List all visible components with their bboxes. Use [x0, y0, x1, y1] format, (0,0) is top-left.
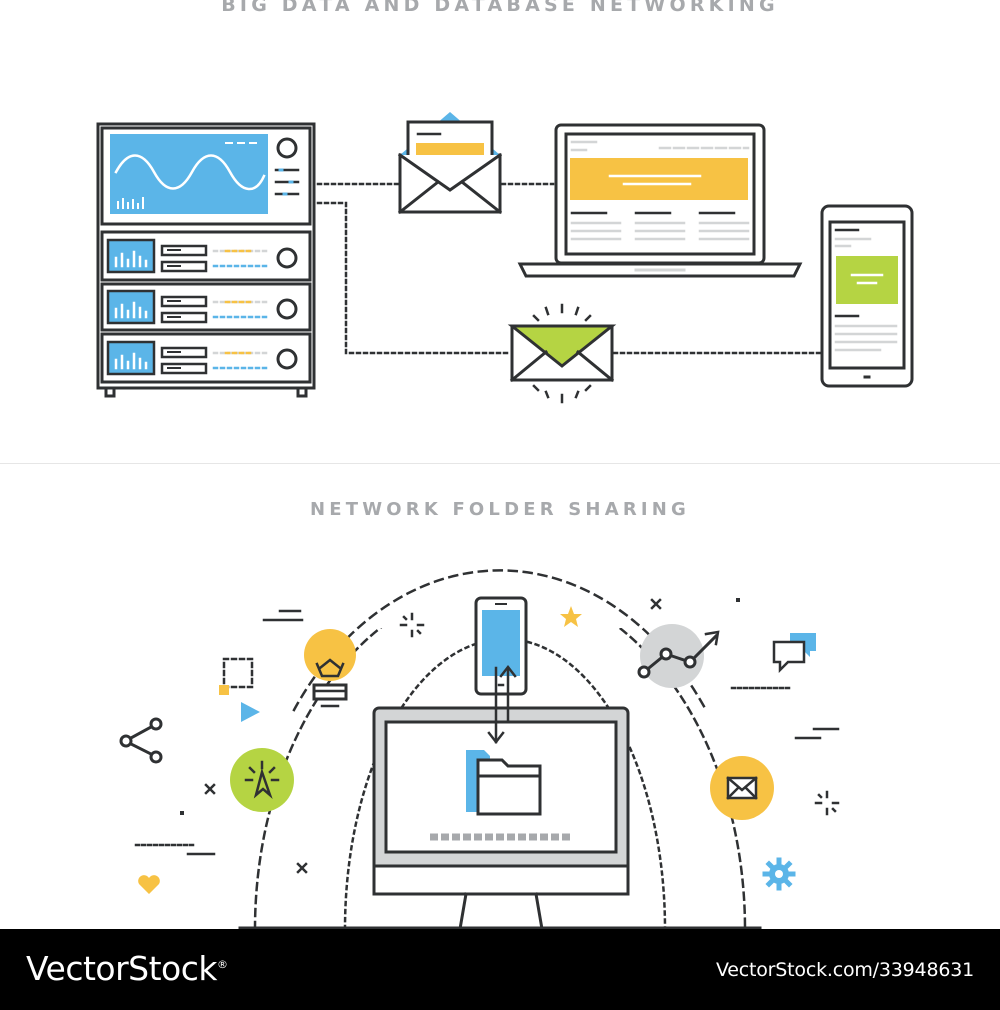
- lightbulb-icon: [304, 629, 356, 708]
- section-divider: [0, 463, 1000, 464]
- dot-mark: [180, 598, 740, 815]
- server-drawer: [100, 282, 312, 332]
- play-icon: [241, 702, 260, 722]
- cursor-click-icon: [230, 748, 294, 812]
- smartphone-icon: [820, 204, 914, 388]
- brand-name: VectorStock: [26, 949, 218, 988]
- heart-icon: [138, 875, 160, 894]
- server-drawer: [100, 332, 312, 384]
- brand-logo: VectorStock®: [26, 949, 228, 988]
- star-icon: [560, 606, 582, 627]
- sparkle-icon: [399, 612, 425, 638]
- server-rack-icon: [96, 122, 316, 398]
- desktop-monitor-icon: [238, 706, 762, 929]
- network-connection-lines: [316, 182, 822, 355]
- share-icon: [119, 717, 163, 764]
- network-arcs: [253, 582, 747, 929]
- attribution-text: VectorStock.com/33948631: [715, 959, 974, 981]
- folder-icon: [466, 750, 542, 816]
- mail-icon: [710, 756, 774, 820]
- section-title-big-data: BIG DATA AND DATABASE NETWORKING: [221, 0, 779, 16]
- x-mark-icon: [204, 598, 662, 874]
- sparkle-icon: [814, 790, 840, 816]
- laptop-icon: [517, 123, 803, 278]
- growth-chart-icon: [637, 624, 720, 688]
- server-drawer: [100, 230, 312, 282]
- section-title-folder-sharing: NETWORK FOLDER SHARING: [309, 499, 691, 520]
- closed-envelope-icon: [507, 303, 617, 404]
- chat-bubbles-icon: [772, 633, 816, 674]
- footer-bar: [0, 929, 1000, 1010]
- dotted-square-icon: [219, 657, 254, 695]
- illustration-canvas: [96, 112, 914, 929]
- open-envelope-icon: [397, 112, 503, 215]
- gear-icon: [762, 857, 796, 891]
- dash-lines: [134, 609, 840, 856]
- phone-sync-icon: [474, 596, 528, 745]
- registered-mark: ®: [217, 958, 228, 971]
